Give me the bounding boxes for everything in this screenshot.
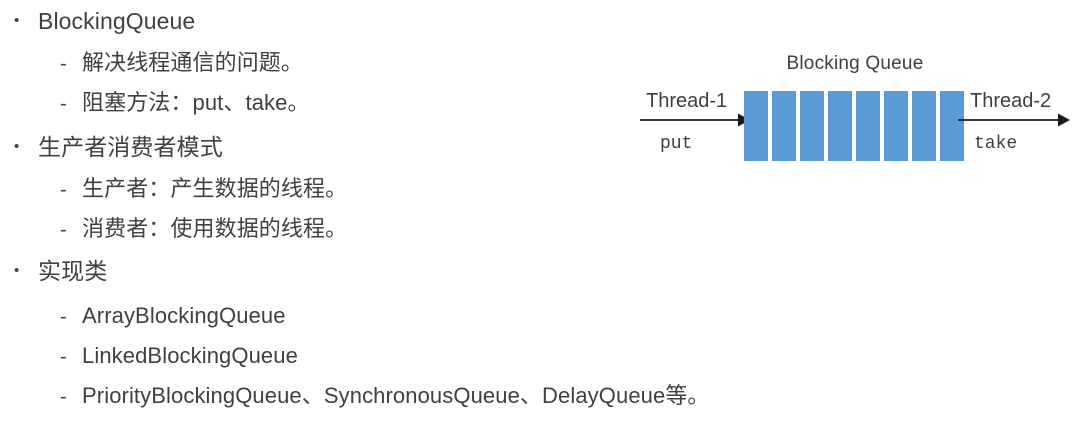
dash-marker-icon: - — [60, 306, 67, 328]
bullet-level2-label: 阻塞方法：put、take。 — [82, 90, 310, 115]
queue-cell — [800, 91, 824, 161]
bullet-level2-label: 生产者：产生数据的线程。 — [82, 176, 348, 201]
queue-cell — [772, 91, 796, 161]
queue-cell — [744, 91, 768, 161]
bullet-level1: • 实现类 — [14, 260, 107, 283]
dash-marker-icon: - — [60, 219, 67, 241]
dash-marker-icon: - — [60, 53, 67, 75]
bullet-level1: • BlockingQueue — [14, 10, 195, 33]
put-arrow-icon — [640, 113, 750, 127]
bullet-level2-label: ArrayBlockingQueue — [82, 303, 286, 328]
queue-cell — [884, 91, 908, 161]
queue-cell-group — [744, 91, 964, 161]
queue-cell — [856, 91, 880, 161]
bullet-level2-label: 解决线程通信的问题。 — [82, 50, 304, 75]
take-arrow-icon — [958, 113, 1070, 127]
bullet-level2-label: PriorityBlockingQueue、SynchronousQueue、D… — [82, 383, 710, 408]
take-operation-label: take — [974, 134, 1018, 154]
bullet-marker-icon: • — [14, 262, 20, 279]
bullet-level2: - PriorityBlockingQueue、SynchronousQueue… — [60, 383, 710, 408]
bullet-level2-label: LinkedBlockingQueue — [82, 343, 298, 368]
bullet-level2: - LinkedBlockingQueue — [60, 343, 298, 368]
bullet-marker-icon: • — [14, 138, 20, 155]
dash-marker-icon: - — [60, 346, 67, 368]
diagram-title: Blocking Queue — [786, 53, 924, 74]
consumer-thread-label: Thread-2 — [970, 90, 1052, 112]
queue-cell — [912, 91, 936, 161]
bullet-level1-label: BlockingQueue — [38, 8, 196, 34]
bullet-level2: - 消费者：使用数据的线程。 — [60, 216, 348, 241]
dash-marker-icon: - — [60, 93, 67, 115]
bullet-level2-label: 消费者：使用数据的线程。 — [82, 216, 348, 241]
bullet-level1: • 生产者消费者模式 — [14, 136, 223, 159]
blocking-queue-diagram: Blocking Queue Thread-1 put Thread-2 tak… — [620, 40, 1090, 180]
bullet-level2: - 阻塞方法：put、take。 — [60, 90, 310, 115]
bullet-level2: - 生产者：产生数据的线程。 — [60, 176, 348, 201]
bullet-level2: - ArrayBlockingQueue — [60, 303, 286, 328]
queue-cell — [940, 91, 964, 161]
outline-content: • BlockingQueue - 解决线程通信的问题。 - 阻塞方法：put、… — [14, 10, 709, 408]
put-operation-label: put — [660, 134, 693, 154]
dash-marker-icon: - — [60, 179, 67, 201]
bullet-marker-icon: • — [14, 12, 20, 29]
queue-cell — [828, 91, 852, 161]
bullet-level1-label: 生产者消费者模式 — [38, 134, 223, 160]
bullet-level2: - 解决线程通信的问题。 — [60, 50, 304, 75]
dash-marker-icon: - — [60, 386, 67, 408]
bullet-level1-label: 实现类 — [38, 258, 108, 284]
producer-thread-label: Thread-1 — [646, 90, 728, 112]
